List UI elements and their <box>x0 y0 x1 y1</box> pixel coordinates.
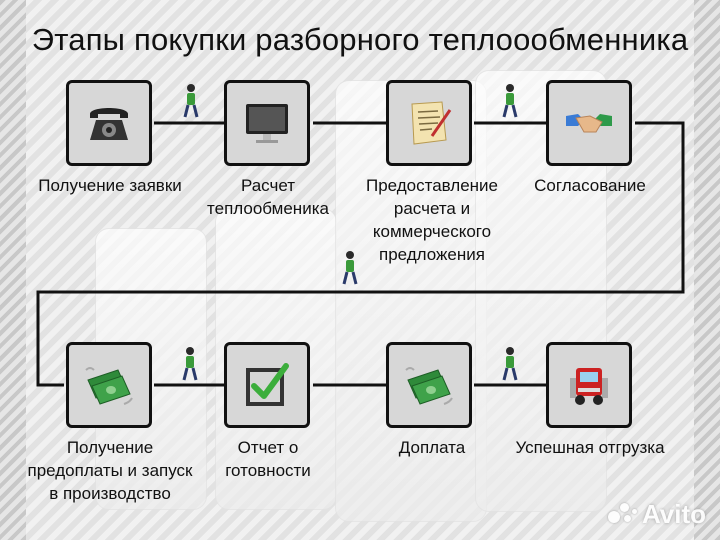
step-label-5: Получение предоплаты и запуск в производ… <box>27 438 193 503</box>
step-label-4: Согласование <box>534 176 646 195</box>
step-label-1: Получение заявки <box>38 176 182 195</box>
step-node-3 <box>386 80 472 166</box>
step-label-2: Расчет теплообменика <box>207 176 329 218</box>
walking-person-icon <box>182 347 198 381</box>
walking-person-icon <box>502 347 518 381</box>
step-node-7 <box>386 342 472 428</box>
connector-line <box>36 121 685 387</box>
handshake-icon <box>566 114 612 133</box>
avito-watermark: Avito <box>607 499 706 530</box>
document-icon <box>411 101 452 145</box>
frame-left <box>0 0 26 540</box>
page-title: Этапы покупки разборного теплоообменника <box>31 22 689 57</box>
avito-logo-icon <box>607 502 638 527</box>
walking-person-icon <box>342 251 358 285</box>
step-node-2 <box>224 80 310 166</box>
truck-icon <box>570 368 608 405</box>
frame-right <box>694 0 720 540</box>
telephone-icon <box>90 108 128 140</box>
step-node-1 <box>66 80 152 166</box>
step-node-8 <box>546 342 632 428</box>
step-label-6: Отчет о готовности <box>225 438 311 480</box>
step-label-7: Доплата <box>398 438 466 457</box>
walking-person-icon <box>502 84 518 118</box>
step-label-3: Предоставление расчета и коммерческого п… <box>365 176 499 264</box>
step-node-6 <box>224 342 310 428</box>
monitor-icon <box>246 104 288 143</box>
step-label-8: Успешная отгрузка <box>515 438 665 457</box>
money-icon <box>405 367 453 405</box>
step-node-5 <box>66 342 152 428</box>
money-icon <box>85 367 133 405</box>
checkmark-icon <box>246 363 289 406</box>
walking-person-icon <box>183 84 199 118</box>
step-node-4 <box>546 80 632 166</box>
